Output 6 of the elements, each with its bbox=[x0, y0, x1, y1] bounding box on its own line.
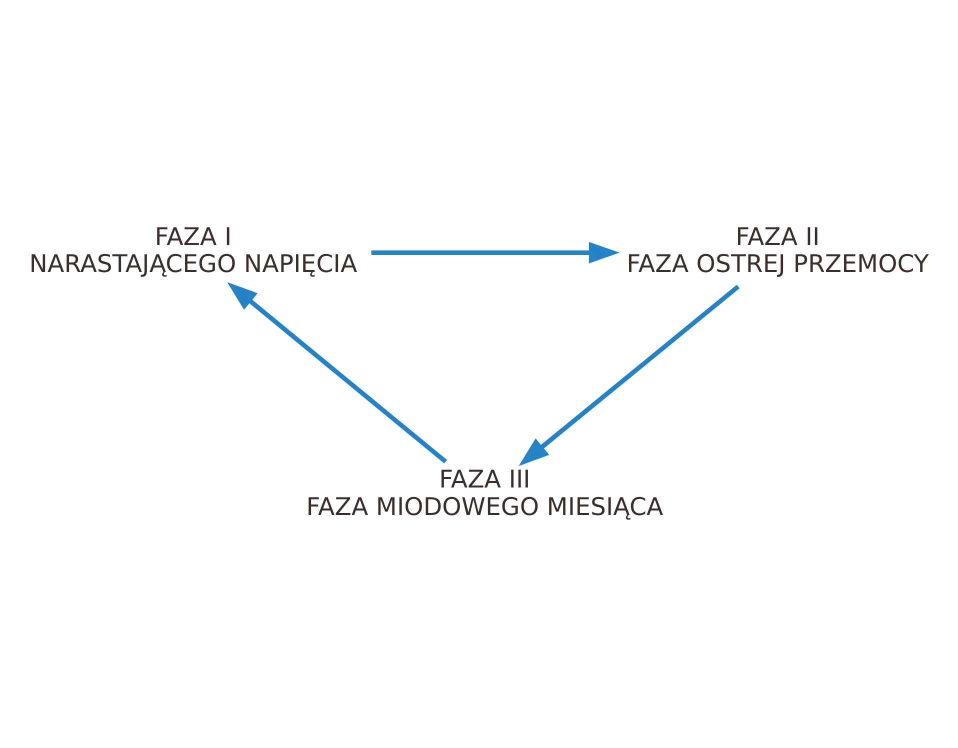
node-text: FAZA I NARASTAJĄCEGO NAPIĘCIA bbox=[29, 222, 358, 278]
arrow bbox=[371, 242, 620, 264]
node-text: FAZA II FAZA OSTREJ PRZEMOCY bbox=[626, 222, 929, 278]
arrow bbox=[227, 282, 448, 464]
node-text: FAZA III FAZA MIODOWEGO MIESIĄCA bbox=[306, 464, 664, 521]
arrow bbox=[518, 284, 740, 466]
